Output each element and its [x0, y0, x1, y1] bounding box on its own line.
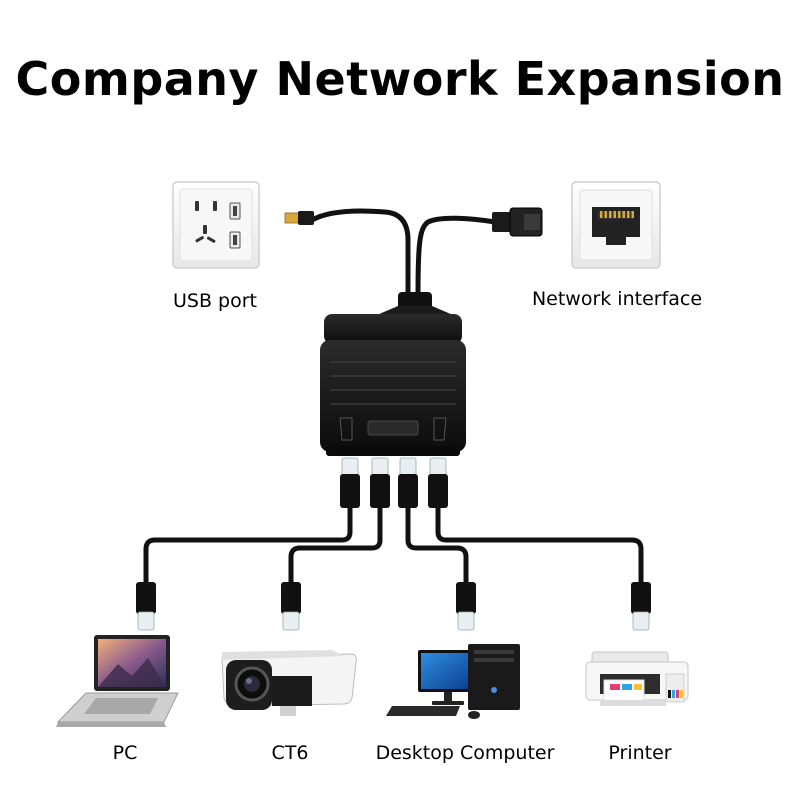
network-splitter: [320, 292, 466, 456]
usb-port-label: USB port: [173, 290, 257, 312]
output-cables: [143, 502, 644, 588]
printer-label: Printer: [608, 742, 672, 764]
desktop-computer-label: Desktop Computer: [375, 742, 555, 764]
input-cables: [309, 208, 498, 298]
rj45-plugs-top: [340, 457, 448, 508]
rj45-female-connector: [492, 207, 543, 237]
network-interface-label: Network interface: [531, 288, 703, 310]
security-camera-icon: [221, 650, 357, 716]
laptop-icon: [56, 635, 179, 727]
desktop-computer-icon: [386, 644, 520, 719]
network-wall-socket: [571, 181, 661, 269]
pc-label: PC: [112, 742, 138, 764]
usb-wall-socket: [172, 181, 260, 269]
printer-icon: [585, 651, 689, 706]
diagram-title: Company Network Expansion: [15, 52, 785, 106]
rj45-plugs-bottom: [136, 582, 651, 631]
camera-label: CT6: [271, 742, 309, 764]
usb-plug: [284, 211, 314, 225]
